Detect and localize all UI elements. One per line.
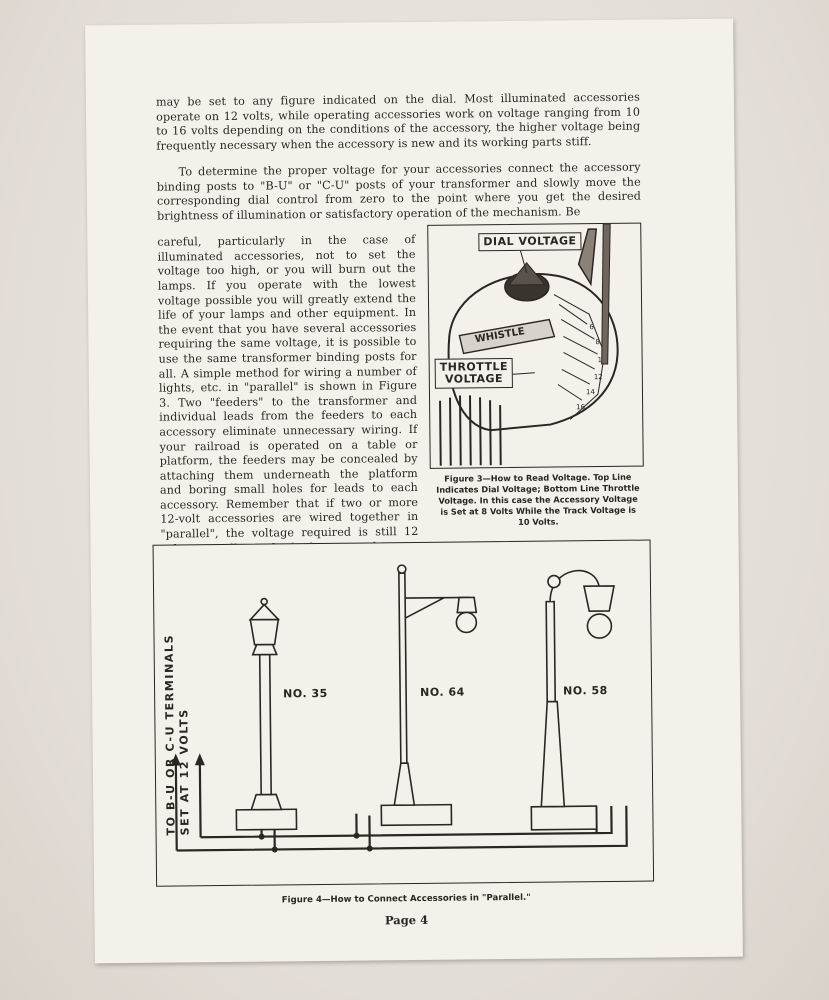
- throttle-label-line-2: VOLTAGE: [444, 372, 504, 386]
- terminal-label: TO B-U OR C-U TERMINALS SET AT 12 VOLTS: [162, 605, 192, 836]
- throttle-voltage-label: THROTTLE VOLTAGE: [434, 357, 514, 389]
- svg-text:12: 12: [594, 373, 603, 381]
- lamp-64-label: NO. 64: [420, 685, 465, 699]
- lamp-64-drawing: [380, 564, 478, 827]
- lamp-35-label: NO. 35: [283, 686, 328, 701]
- page-number: Page 4: [384, 912, 429, 928]
- parallel-wiring-drawing: [170, 564, 628, 853]
- paragraph-2: To determine the proper voltage for your…: [156, 160, 641, 223]
- svg-text:8: 8: [595, 338, 600, 346]
- paragraph-3: careful, particularly in the case of ill…: [157, 233, 419, 570]
- svg-text:16: 16: [576, 403, 586, 411]
- figure-4-caption: Figure 4—How to Connect Accessories in "…: [281, 892, 531, 906]
- svg-text:6: 6: [589, 323, 594, 331]
- figure-3-caption: Figure 3—How to Read Voltage. Top Line I…: [436, 471, 640, 527]
- paragraph-1: may be set to any figure indicated on th…: [155, 90, 641, 153]
- lamp-58-drawing: [530, 570, 615, 831]
- terminal-label-line-2: SET AT 12 VOLTS: [177, 708, 192, 836]
- dial-voltage-label: DIAL VOLTAGE: [478, 232, 582, 252]
- manual-page: may be set to any figure indicated on th…: [85, 18, 743, 964]
- figure-4-wiring-diagram: NO. 35 NO. 64 NO. 58 TO B-U OR C-U TERMI…: [152, 539, 655, 887]
- svg-text:14: 14: [586, 388, 596, 396]
- terminal-label-line-1: TO B-U OR C-U TERMINALS: [162, 633, 178, 836]
- lamp-35-drawing: [235, 597, 298, 831]
- lamp-58-label: NO. 58: [563, 683, 608, 698]
